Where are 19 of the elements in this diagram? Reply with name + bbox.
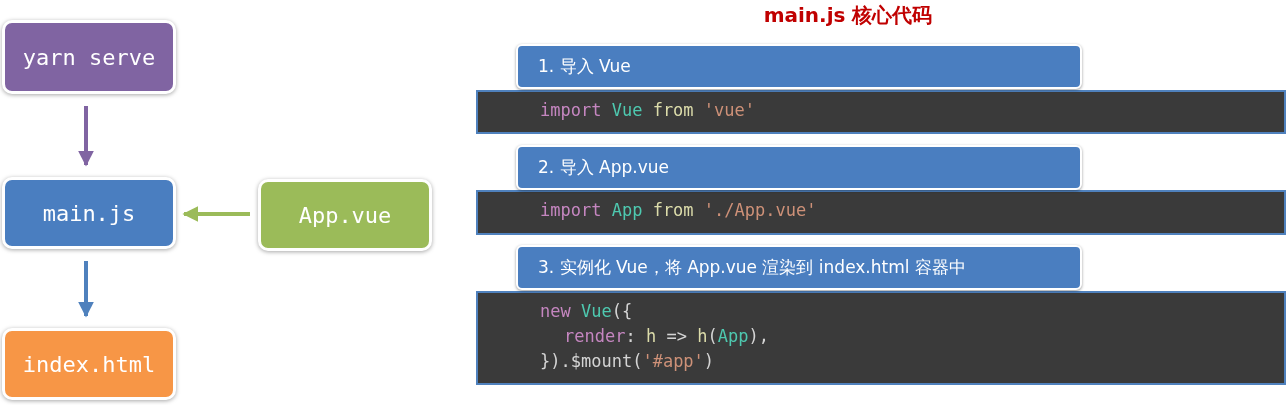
code-line: import Vue from 'vue' — [540, 100, 756, 120]
heading-tab: 2. 导入 App.vue — [516, 145, 1082, 190]
code-line: }).$mount('#app') — [540, 351, 715, 371]
arrow — [78, 261, 94, 318]
code-panel — [476, 291, 1286, 385]
process-box: index.html — [2, 328, 176, 400]
process-box: yarn serve — [2, 20, 176, 94]
code-line: new Vue({ — [540, 301, 633, 321]
code-panel — [476, 90, 1286, 134]
code-line: import App from './App.vue' — [540, 200, 817, 220]
arrow — [78, 106, 94, 167]
heading-tab: 1. 导入 Vue — [516, 44, 1082, 89]
process-box: main.js — [2, 177, 176, 249]
code-line: render: h => h(App), — [564, 326, 769, 346]
heading-tab: 3. 实例化 Vue，将 App.vue 渲染到 index.html 容器中 — [516, 245, 1082, 290]
process-box: App.vue — [258, 179, 432, 251]
title: main.js 核心代码 — [762, 2, 934, 29]
code-panel — [476, 190, 1286, 235]
arrow — [182, 206, 250, 222]
